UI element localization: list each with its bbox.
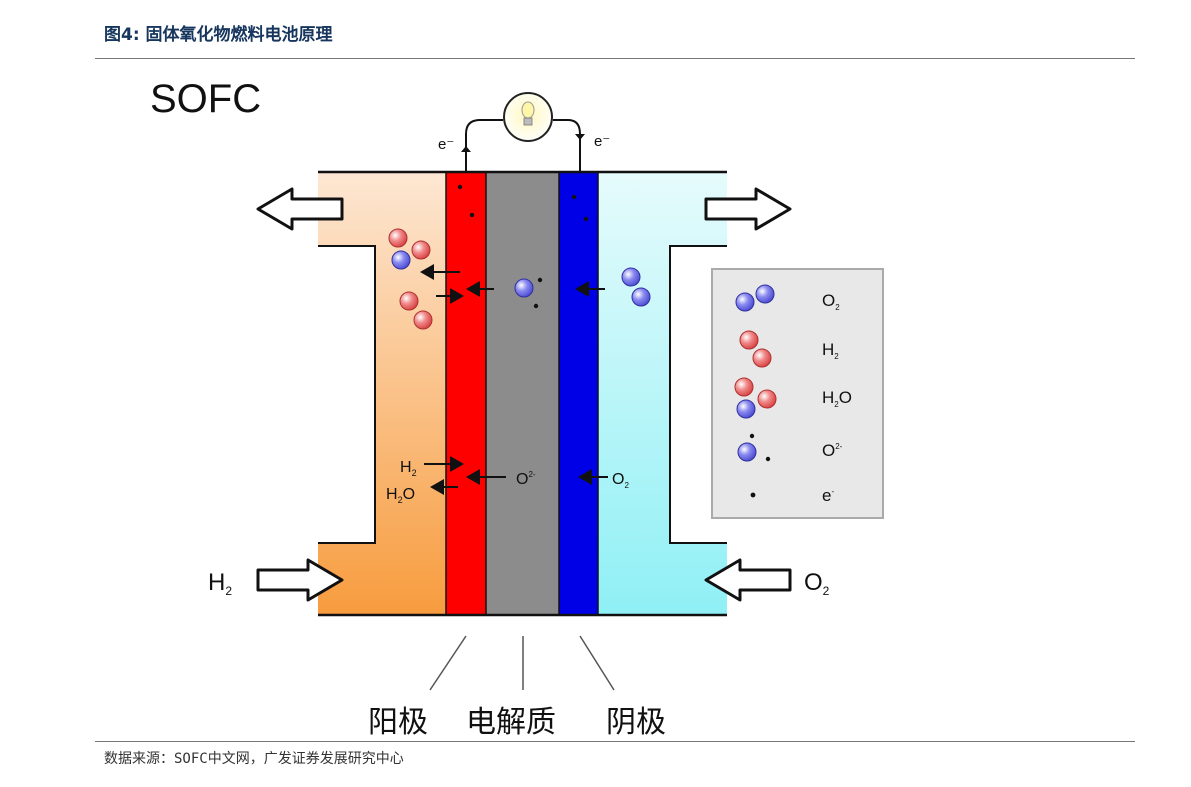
top-rule bbox=[95, 58, 1135, 59]
legend-h2o-label: H2O bbox=[822, 388, 852, 409]
legend-h2-icon bbox=[739, 330, 772, 368]
electrolyte-ion-label: O2- bbox=[516, 470, 536, 488]
cathode-o2-label: O2 bbox=[612, 471, 629, 490]
cathode-layer bbox=[559, 172, 598, 615]
cathode-chamber-outline bbox=[669, 245, 727, 544]
legend-electron-icon bbox=[750, 492, 756, 498]
legend-box bbox=[711, 268, 884, 519]
legend-o2-icon bbox=[735, 284, 775, 312]
exhaust-arrow-left bbox=[256, 187, 344, 231]
electron-label-left: e⁻ bbox=[438, 136, 454, 153]
h2-inlet-arrow bbox=[256, 558, 344, 602]
anode-chamber-outline bbox=[318, 245, 376, 544]
h2o-molecule bbox=[388, 228, 431, 270]
electron-arrow-down bbox=[575, 134, 585, 140]
bulb-filament-icon bbox=[521, 101, 535, 126]
legend-electron-label: e- bbox=[822, 486, 834, 505]
diagram-title: SOFC bbox=[150, 77, 261, 121]
bottom-rule bbox=[95, 741, 1135, 742]
legend-h2o-icon bbox=[734, 377, 777, 419]
anode-h2o-label: H2O bbox=[386, 486, 415, 505]
exhaust-arrow-right bbox=[704, 187, 792, 231]
o2-inlet-label: O2 bbox=[804, 569, 830, 598]
legend-o2-label: O2 bbox=[822, 291, 840, 312]
figure-title: 图4: 固体氧化物燃料电池原理 bbox=[104, 25, 333, 45]
anode-h2-label: H2 bbox=[400, 459, 417, 478]
electron-arrow-up bbox=[461, 146, 471, 152]
anode-chamber bbox=[318, 172, 446, 615]
o2-molecule bbox=[621, 267, 651, 307]
o2-inlet-arrow bbox=[704, 558, 792, 602]
oxide-ion bbox=[514, 277, 543, 309]
source-note: 数据来源：SOFC中文网，广发证券发展研究中心 bbox=[104, 751, 404, 767]
legend-oxide-label: O2- bbox=[822, 441, 843, 460]
cathode-label: 阴极 bbox=[606, 706, 666, 739]
h2-molecule bbox=[399, 291, 433, 330]
external-circuit bbox=[465, 119, 581, 172]
electron-label-right: e⁻ bbox=[594, 133, 610, 150]
cathode-chamber bbox=[598, 172, 727, 615]
electrolyte-layer bbox=[486, 172, 559, 615]
h2-inlet-label: H2 bbox=[208, 569, 232, 598]
legend-oxide-icon bbox=[737, 433, 771, 462]
electrolyte-label: 电解质 bbox=[466, 706, 556, 739]
anode-layer bbox=[446, 172, 486, 615]
anode-label: 阳极 bbox=[368, 706, 428, 739]
legend-h2-label: H2 bbox=[822, 340, 839, 361]
